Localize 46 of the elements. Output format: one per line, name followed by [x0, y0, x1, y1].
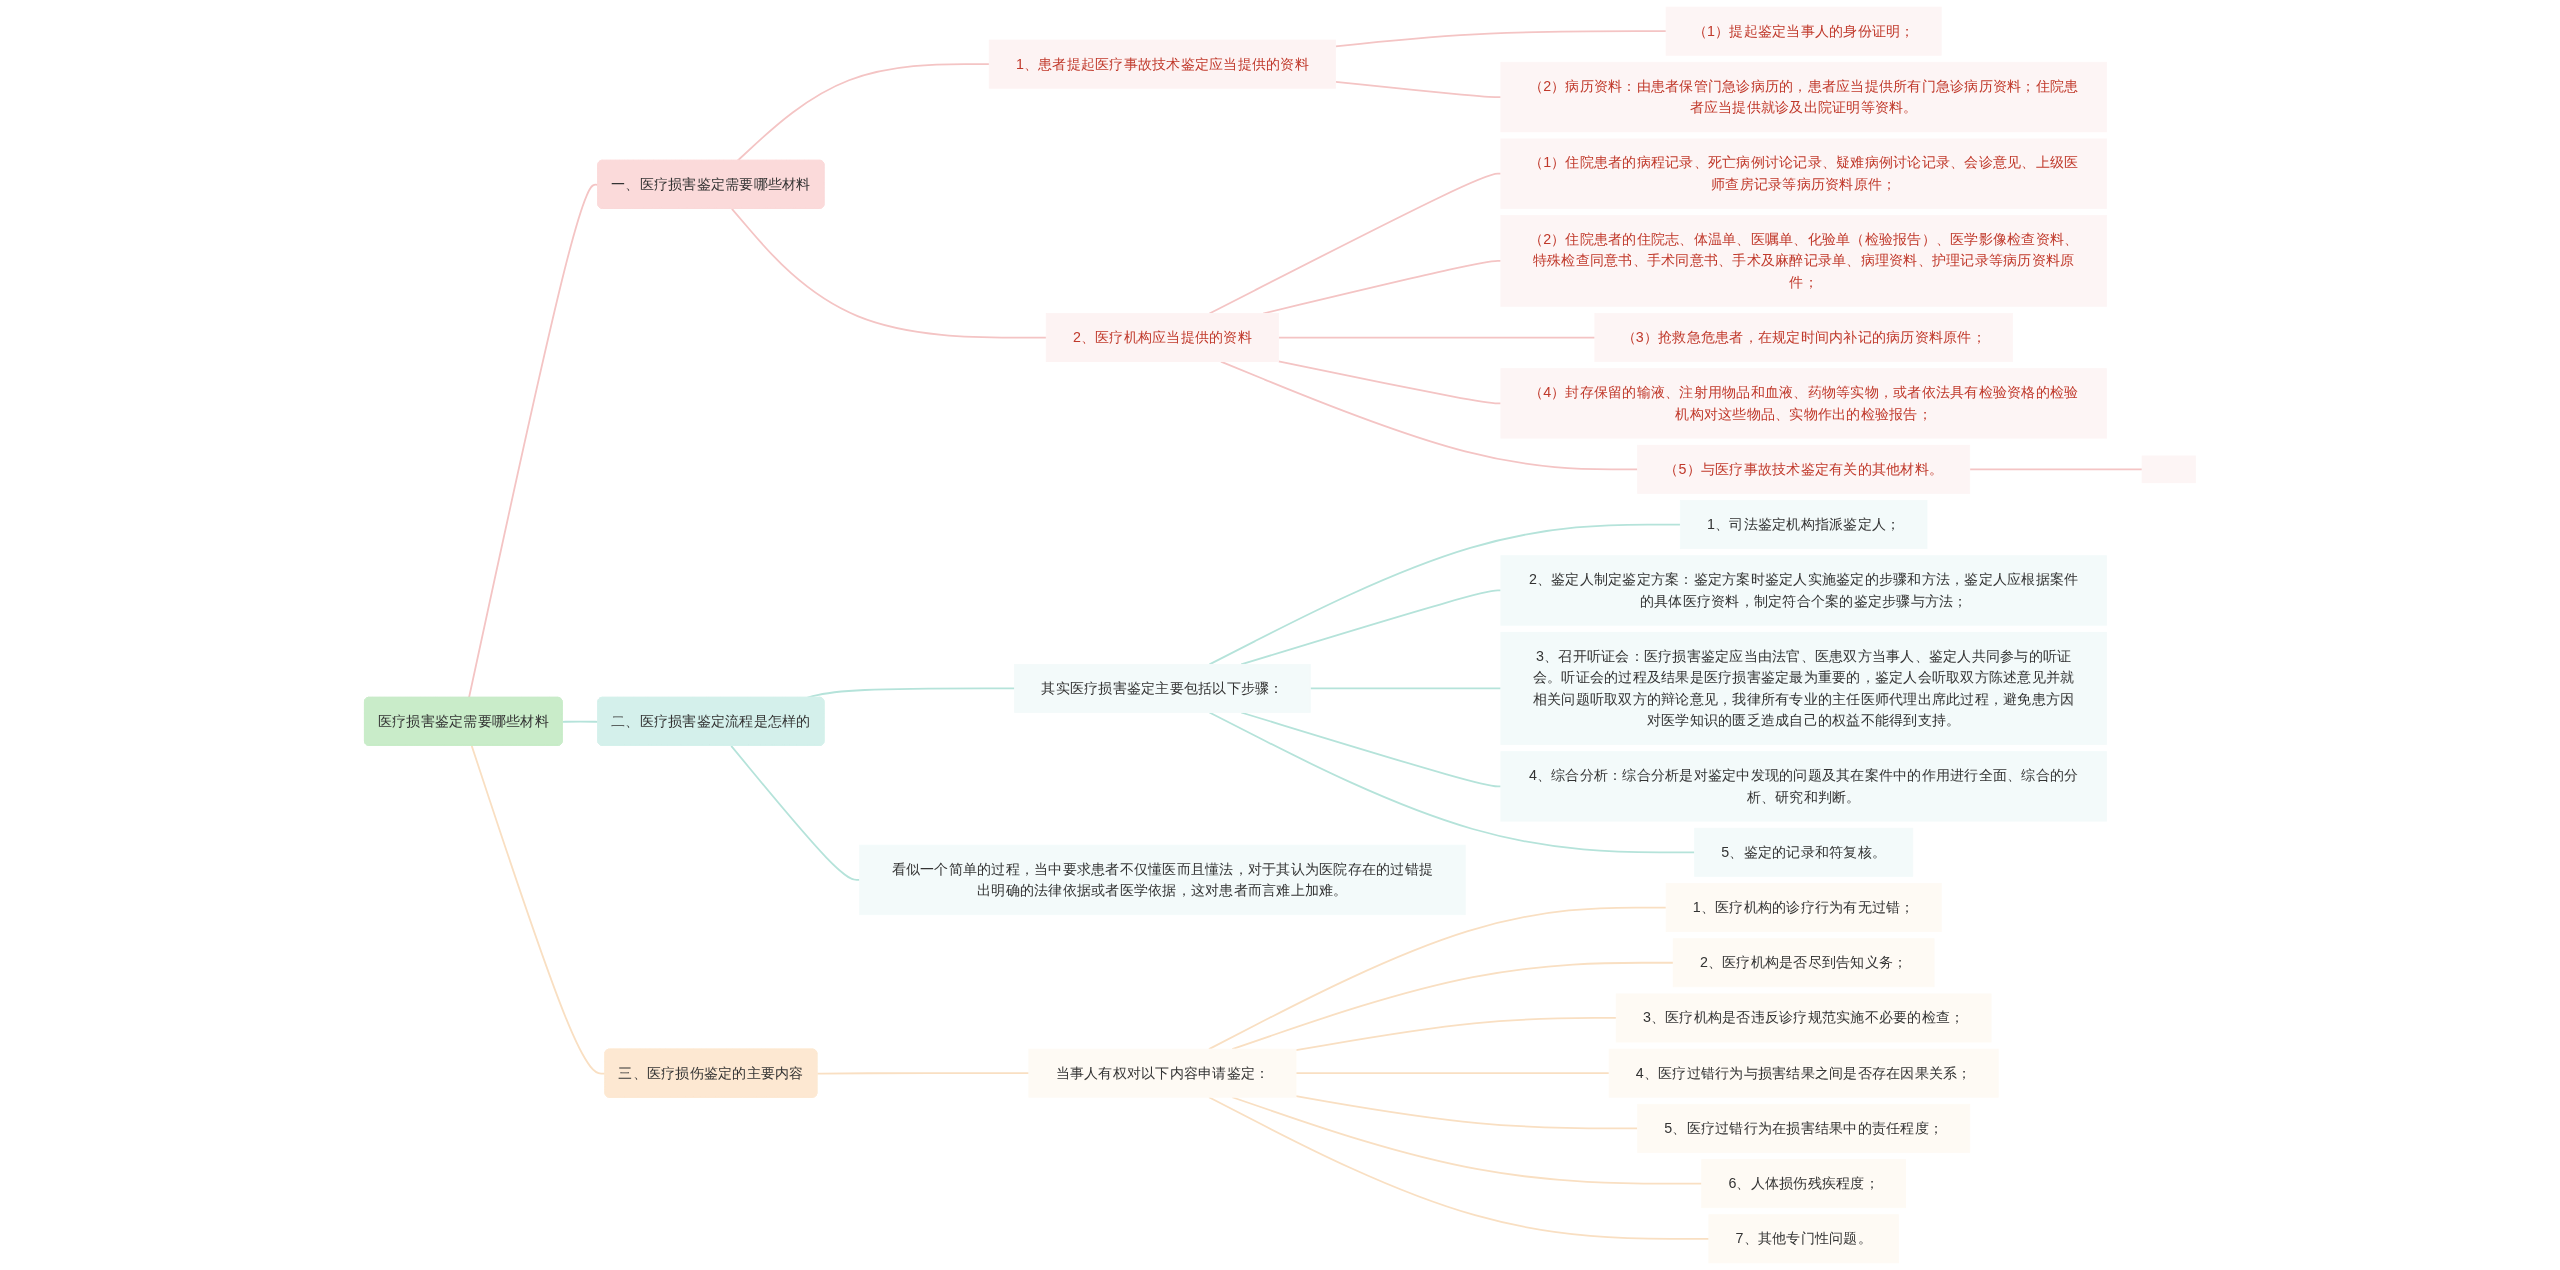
- node-box: （2）病历资料：由患者保管门急诊病历的，患者应当提供所有门急诊病历资料；住院患者应当提供就诊及出院证明等资料。: [1500, 61, 2107, 133]
- connector: [1277, 360, 1502, 405]
- node-box: 当事人有权对以下内容申请鉴定：: [1028, 1048, 1297, 1098]
- connector: [1968, 468, 2143, 471]
- connector: [1208, 1096, 1710, 1240]
- connector: [1334, 30, 1667, 48]
- connector: [1208, 906, 1667, 1051]
- node-box: 2、鉴定人制定鉴定方案：鉴定方案时鉴定人实施鉴定的步骤和方法，鉴定人应根据案件的具体医疗资料，制定符合个案的鉴定步骤与方法；: [1500, 555, 2107, 626]
- connector: [816, 1072, 1030, 1075]
- node-box: 1、司法鉴定机构指派鉴定人；: [1679, 500, 1928, 550]
- node-box: （1）住院患者的病程记录、死亡病例讨论记录、疑难病例讨论记录、会诊意见、上级医师查房记录等病历资料原件；: [1500, 138, 2107, 209]
- node-box: 1、患者提起医疗事故技术鉴定应当提供的资料: [988, 39, 1337, 89]
- node-box: 看似一个简单的过程，当中要求患者不仅懂医而且懂法，对于其认为医院存在的过错提出明确的法律依据或者医学依据，这对患者而言难上加难。: [859, 844, 1466, 916]
- connector: [1295, 1072, 1610, 1075]
- connector: [1277, 336, 1596, 339]
- node-box: （3）抢救急危患者，在规定时间内补记的病历资料原件；: [1594, 313, 2013, 363]
- node-box: 3、医疗机构是否违反诊疗规范实施不必要的检查；: [1615, 993, 1992, 1043]
- node-box: 5、鉴定的记录和符复核。: [1694, 827, 1914, 877]
- node-box: 2、医疗机构应当提供的资料: [1045, 313, 1280, 363]
- connector: [1295, 1095, 1639, 1130]
- connector: [1208, 172, 1502, 315]
- connector: [1334, 81, 1502, 98]
- connector: [736, 63, 991, 162]
- node-box: （4）封存保留的输液、注射用物品和血液、药物等实物，或者依法具有检验资格的检验机构对这些物品、实物作出的检验报告；: [1500, 368, 2107, 439]
- node-box: 2、医疗机构是否尽到告知义务；: [1672, 938, 1935, 988]
- connector: [1208, 523, 1682, 666]
- node-box: 4、综合分析：综合分析是对鉴定中发现的问题及其在案件中的作用进行全面、综合的分析、研究和判断。: [1500, 751, 2107, 822]
- node-box: [2141, 455, 2196, 484]
- connector: [1295, 1017, 1618, 1052]
- connector: [1220, 360, 1639, 471]
- node-box: 1、医疗机构的诊疗行为有无过错；: [1665, 883, 1942, 932]
- node-box: （2）住院患者的住院志、体温单、医嘱单、化验单（检验报告）、医学影像检查资料、特殊检查同意书、手术同意书、手术及麻醉记录单、病理资料、护理记录等病历资料原件；: [1500, 215, 2107, 307]
- connector: [730, 745, 861, 881]
- connector: [1231, 961, 1675, 1051]
- node-box: 其实医疗损害鉴定主要包括以下步骤：: [1014, 663, 1311, 713]
- connector: [1208, 711, 1696, 854]
- node-box: 4、医疗过错行为与损害结果之间是否存在因果关系；: [1608, 1048, 1999, 1098]
- node-box: 7、其他专门性问题。: [1708, 1214, 1899, 1264]
- node-box: 6、人体损伤残疾程度；: [1701, 1159, 1907, 1209]
- connector: [1309, 687, 1502, 690]
- connector: [1240, 589, 1502, 666]
- connector: [731, 207, 1048, 339]
- node-box: 3、召开听证会：医疗损害鉴定应当由法官、医患双方当事人、鉴定人共同参与的听证会。听证会的过程及结果是医疗损害鉴定最为重要的，鉴定人会听取双方陈述意见并就相关问题听取双方的辩论意见，我律所有专业的主任医师代理出席此过程，避免患方因对医学知识的匮乏造成自己的权益不能得到支持。: [1500, 631, 2107, 745]
- node-box: （5）与医疗事故技术鉴定有关的其他材料。: [1637, 444, 1971, 494]
- node-box: （1）提起鉴定当事人的身份证明；: [1665, 6, 1942, 56]
- node-box: 5、医疗过错行为在损害结果中的责任程度；: [1637, 1103, 1971, 1153]
